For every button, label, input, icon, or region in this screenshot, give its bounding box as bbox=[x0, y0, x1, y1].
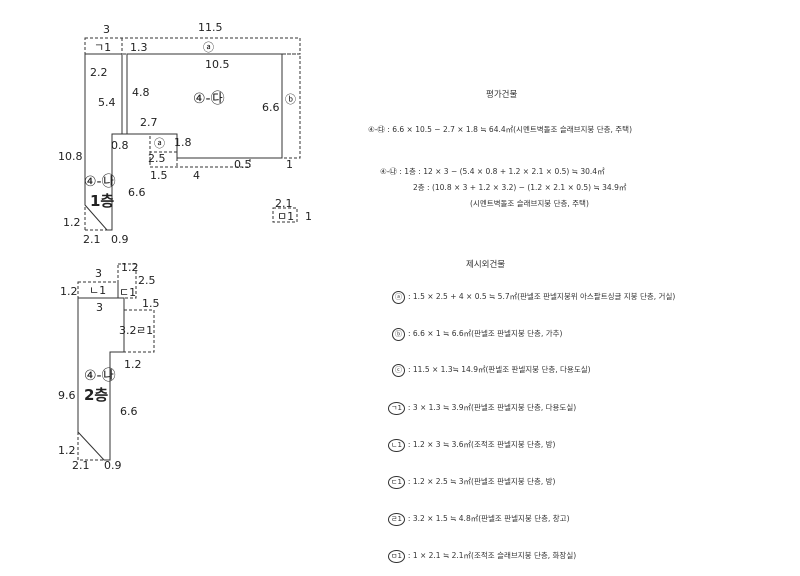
plan-2 bbox=[77, 263, 155, 461]
annex-item-text: : 3 × 1.3 ≒ 3.9㎡(판넬조 판넬지붕 단층, 다용도실) bbox=[407, 403, 577, 412]
dim-label: 1.2 bbox=[58, 444, 76, 457]
annex-label: ㄹ1 bbox=[136, 324, 153, 337]
dim-label: 2.2 bbox=[90, 66, 108, 79]
annex-toilet-box bbox=[272, 207, 298, 223]
dim-label: 4.8 bbox=[132, 86, 150, 99]
dim-label: 10.8 bbox=[58, 150, 83, 163]
calc-line: 2층 : (10.8 × 3 + 1.2 × 3.2) − (1.2 × 2.1… bbox=[413, 183, 627, 192]
annex-room-c1 bbox=[117, 263, 137, 299]
annex-item: ㄹ1: 3.2 × 1.5 ≒ 4.8㎡(판넬조 판넬지붕 단층, 창고) bbox=[388, 513, 570, 526]
dim-label: 1.2 bbox=[121, 261, 139, 274]
annex-mark: ⓑ bbox=[285, 93, 296, 106]
annex-mark: ⓑ bbox=[392, 328, 405, 341]
building-label: ④-㉰ bbox=[193, 91, 225, 107]
calc-line: ④-㉯ : 1층 : 12 × 3 − (5.4 × 0.8 + 1.2 × 2… bbox=[380, 167, 605, 176]
dim-label: 6.6 bbox=[120, 405, 138, 418]
annex-storage-r1 bbox=[123, 309, 155, 353]
dim-label: 1.2 bbox=[124, 358, 142, 371]
dim-label: 5.4 bbox=[98, 96, 116, 109]
building-label: ④-㉯ bbox=[84, 174, 116, 190]
dim-label: 1.5 bbox=[150, 169, 168, 182]
plan-1-text: 3 11.5 ㄱ1 1.3 ⓐ 10.5 2.2 5.4 4.8 ④-㉰ 6.6… bbox=[58, 21, 312, 246]
annex-label: ㅁ1 bbox=[277, 210, 294, 223]
annex-small-mid bbox=[149, 133, 178, 153]
dim-label: 2.5 bbox=[138, 274, 156, 287]
annex-strip-top bbox=[84, 37, 301, 55]
annex-item: ㄷ1: 1.2 × 2.5 ≒ 3㎡(판넬조 판넬지붕 단층, 방) bbox=[388, 476, 555, 489]
annex-item-text: : 6.6 × 1 ≒ 6.6㎡(판넬조 판넬지붕 단층, 가추) bbox=[408, 329, 563, 338]
annex-item: ㄴ1: 1.2 × 3 ≒ 3.6㎡(조적조 판넬지붕 단층, 방) bbox=[388, 439, 555, 452]
annex-label: ㄴ1 bbox=[89, 284, 106, 297]
calc-line: ④-㉰ : 6.6 × 10.5 − 2.7 × 1.8 ≒ 64.4㎡(시멘트… bbox=[368, 125, 633, 134]
dim-label: 6.6 bbox=[262, 101, 280, 114]
dim-label: 9.6 bbox=[58, 389, 76, 402]
dim-label: 1 bbox=[286, 158, 293, 171]
annex-item-text: : 1.2 × 3 ≒ 3.6㎡(조적조 판넬지붕 단층, 방) bbox=[407, 440, 556, 449]
dim-label: 2.1 bbox=[72, 459, 90, 472]
annex-mark: ㄱ1 bbox=[388, 402, 405, 415]
dim-label: 2.7 bbox=[140, 116, 158, 129]
annex-label: ㄷ1 bbox=[119, 286, 136, 299]
annex-item: ㅁ1: 1 × 2.1 ≒ 2.1㎡(조적조 슬래브지붕 단층, 화장실) bbox=[388, 550, 576, 563]
annex-mark: ㄹ1 bbox=[388, 513, 405, 526]
dim-label: 3 bbox=[103, 23, 110, 36]
plan-2-text: 3 1.2 2.5 1.2 ㄴ1 ㄷ1 3 1.5 3.2 ㄹ1 1.2 ④-㉯… bbox=[58, 261, 160, 472]
dim-label: 0.9 bbox=[104, 459, 122, 472]
dim-label: 1 bbox=[305, 210, 312, 223]
annex-mark: ㅁ1 bbox=[388, 550, 405, 563]
dim-label: 6.6 bbox=[128, 186, 146, 199]
annex-item: ⓒ: 11.5 × 1.3≒ 14.9㎡(판넬조 판넬지붕 단층, 다용도실) bbox=[392, 364, 591, 377]
annex-mark: ⓐ bbox=[392, 291, 405, 304]
dim-label: 0.8 bbox=[111, 139, 129, 152]
dim-label: 2.5 bbox=[148, 152, 166, 165]
heading-extra-buildings: 제시외건물 bbox=[466, 260, 506, 270]
dim-label: 0.5 bbox=[234, 158, 252, 171]
dim-label: 2.1 bbox=[275, 197, 293, 210]
annex-item-text: : 1.2 × 2.5 ≒ 3㎡(판넬조 판넬지붕 단층, 방) bbox=[407, 477, 556, 486]
annex-mark: ㄴ1 bbox=[388, 439, 405, 452]
left-building-outline bbox=[84, 53, 123, 231]
annex-mark: ⓐ bbox=[154, 137, 165, 150]
plan-1 bbox=[84, 37, 301, 231]
calc-line: (시멘트벽돌조 슬래브지붕 단층, 주택) bbox=[470, 199, 589, 208]
annex-mark: ⓐ bbox=[203, 41, 214, 54]
dim-label: 1.3 bbox=[130, 41, 148, 54]
dim-label: 3 bbox=[95, 267, 102, 280]
annex-label: ㄱ1 bbox=[94, 41, 111, 54]
dim-label: 1.5 bbox=[142, 297, 160, 310]
dim-label: 1.2 bbox=[60, 285, 78, 298]
annex-item-text: : 1.5 × 2.5 + 4 × 0.5 ≒ 5.7㎡(판넬조 판넬지붕위 아… bbox=[408, 292, 676, 301]
dim-label: 3.2 bbox=[119, 324, 137, 337]
annex-mark: ⓒ bbox=[392, 364, 405, 377]
dim-label: 1.2 bbox=[63, 216, 81, 229]
dim-label: 1.8 bbox=[174, 136, 192, 149]
dim-label: 4 bbox=[193, 169, 200, 182]
floor-label: 1층 bbox=[90, 192, 114, 210]
annex-item: ⓑ: 6.6 × 1 ≒ 6.6㎡(판넬조 판넬지붕 단층, 가추) bbox=[392, 328, 562, 341]
annex-item-text: : 1 × 2.1 ≒ 2.1㎡(조적조 슬래브지붕 단층, 화장실) bbox=[407, 551, 577, 560]
dim-label: 2.1 bbox=[83, 233, 101, 246]
heading-evaluated-buildings: 평가건물 bbox=[486, 90, 518, 100]
annex-item-text: : 11.5 × 1.3≒ 14.9㎡(판넬조 판넬지붕 단층, 다용도실) bbox=[408, 365, 591, 374]
building-label: ④-㉯ bbox=[84, 368, 116, 384]
dim-label: 11.5 bbox=[198, 21, 223, 34]
dim-label: 3 bbox=[96, 301, 103, 314]
second-floor-outline bbox=[77, 297, 125, 461]
dim-label: 0.9 bbox=[111, 233, 129, 246]
annex-item-text: : 3.2 × 1.5 ≒ 4.8㎡(판넬조 판넬지붕 단층, 창고) bbox=[407, 514, 570, 523]
annex-item: ㄱ1: 3 × 1.3 ≒ 3.9㎡(판넬조 판넬지붕 단층, 다용도실) bbox=[388, 402, 576, 415]
annex-item: ⓐ: 1.5 × 2.5 + 4 × 0.5 ≒ 5.7㎡(판넬조 판넬지붕위 … bbox=[392, 291, 675, 304]
annex-mark: ㄷ1 bbox=[388, 476, 405, 489]
dim-label: 10.5 bbox=[205, 58, 230, 71]
floor-label: 2층 bbox=[84, 386, 108, 404]
